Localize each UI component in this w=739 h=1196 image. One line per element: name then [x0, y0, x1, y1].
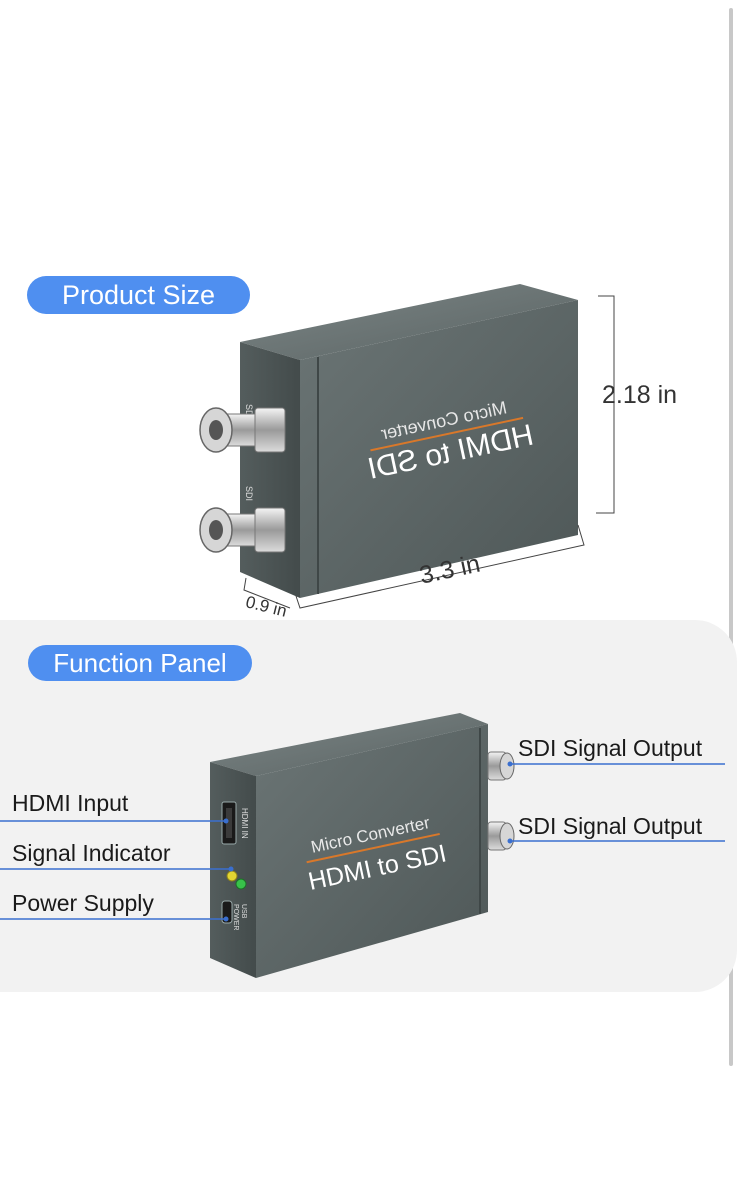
callout-sdi-output-1: SDI Signal Output [518, 735, 703, 761]
device-top-view: Micro Converter HDMI to SDI SDI SDI [199, 284, 578, 598]
bnc-connector-bottom-2 [487, 821, 515, 851]
product-size-heading: Product Size [27, 276, 250, 314]
usb-port-label-1: USB [240, 904, 247, 919]
callout-lines [0, 763, 725, 920]
hdmi-port-label: HDMI IN [240, 808, 249, 839]
usb-port-label-2: POWER [232, 904, 239, 930]
dimension-lines [243, 295, 615, 609]
led-yellow-icon [226, 870, 238, 882]
scrollbar[interactable] [729, 8, 733, 1066]
callout-hdmi-input: HDMI Input [12, 790, 129, 816]
hdmi-port-icon [221, 801, 237, 845]
bnc-connector-bottom-1 [487, 751, 515, 781]
device-top-sdi-label-2: SDI [244, 486, 254, 501]
dimension-height: 2.18 in [602, 381, 678, 409]
led-green-icon [235, 878, 247, 890]
function-panel-heading: Function Panel [28, 645, 252, 681]
callout-signal-indicator: Signal Indicator [12, 840, 171, 866]
bnc-connector-top-2 [199, 507, 286, 553]
device-bottom-view: Micro Converter HDMI to SDI HDMI IN USB … [210, 713, 515, 978]
callout-sdi-output-2: SDI Signal Output [518, 813, 703, 839]
bnc-connector-top-1 [199, 407, 286, 453]
device-top-sdi-label-1: SDI [244, 404, 254, 419]
callout-power-supply: Power Supply [12, 890, 154, 916]
